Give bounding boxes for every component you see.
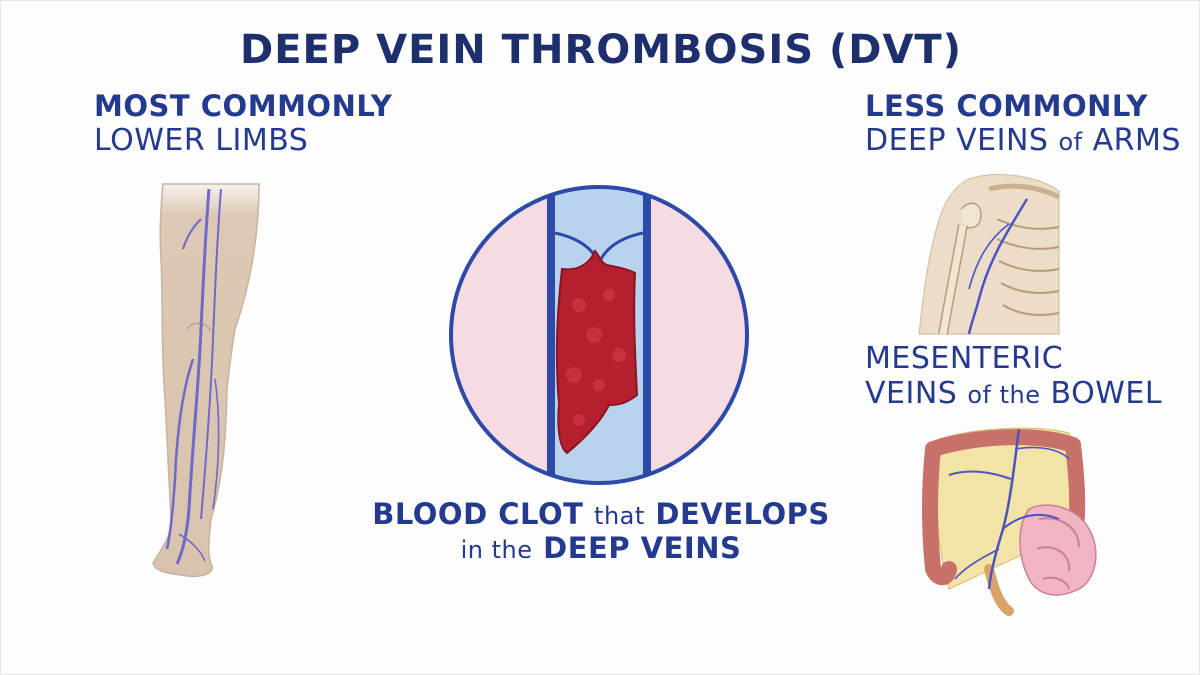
right-bottom-label-line2-c: BOWEL [1041, 376, 1163, 411]
right-top-label-line1: LESS COMMONLY [865, 89, 1181, 123]
vein-clot-illustration [449, 185, 749, 485]
caption-line1: BLOOD CLOT that DEVELOPS [301, 497, 901, 531]
caption-line2: in the DEEP VEINS [301, 531, 901, 565]
left-label-line1: MOST COMMONLY [94, 89, 392, 123]
caption: BLOOD CLOT that DEVELOPS in the DEEP VEI… [301, 497, 901, 565]
caption-line1-a: BLOOD CLOT [372, 497, 594, 531]
right-bottom-label-line2-a: VEINS [865, 376, 967, 411]
left-label-line2: LOWER LIMBS [94, 123, 392, 158]
right-top-label-line2-a: DEEP VEINS [865, 123, 1058, 158]
right-bottom-label-line1: MESENTERIC [865, 341, 1162, 376]
caption-line1-c: DEVELOPS [645, 497, 830, 531]
right-top-label: LESS COMMONLY DEEP VEINS of ARMS [865, 89, 1181, 158]
caption-line2-b: DEEP VEINS [533, 531, 742, 565]
bowel-illustration [919, 419, 1114, 619]
caption-line1-b: that [594, 502, 645, 530]
page-title: DEEP VEIN THROMBOSIS (DVT) [1, 27, 1200, 73]
right-bottom-label-line2-b: of the [967, 381, 1040, 409]
leg-illustration [131, 179, 281, 584]
right-top-label-line2-b: of [1058, 128, 1082, 156]
right-top-label-line2-c: ARMS [1083, 123, 1181, 158]
right-bottom-label: MESENTERIC VEINS of the BOWEL [865, 341, 1162, 411]
caption-line2-a: in the [461, 536, 533, 564]
right-bottom-label-line2: VEINS of the BOWEL [865, 376, 1162, 411]
left-label: MOST COMMONLY LOWER LIMBS [94, 89, 392, 158]
arm-illustration [919, 169, 1064, 334]
right-top-label-line2: DEEP VEINS of ARMS [865, 123, 1181, 158]
